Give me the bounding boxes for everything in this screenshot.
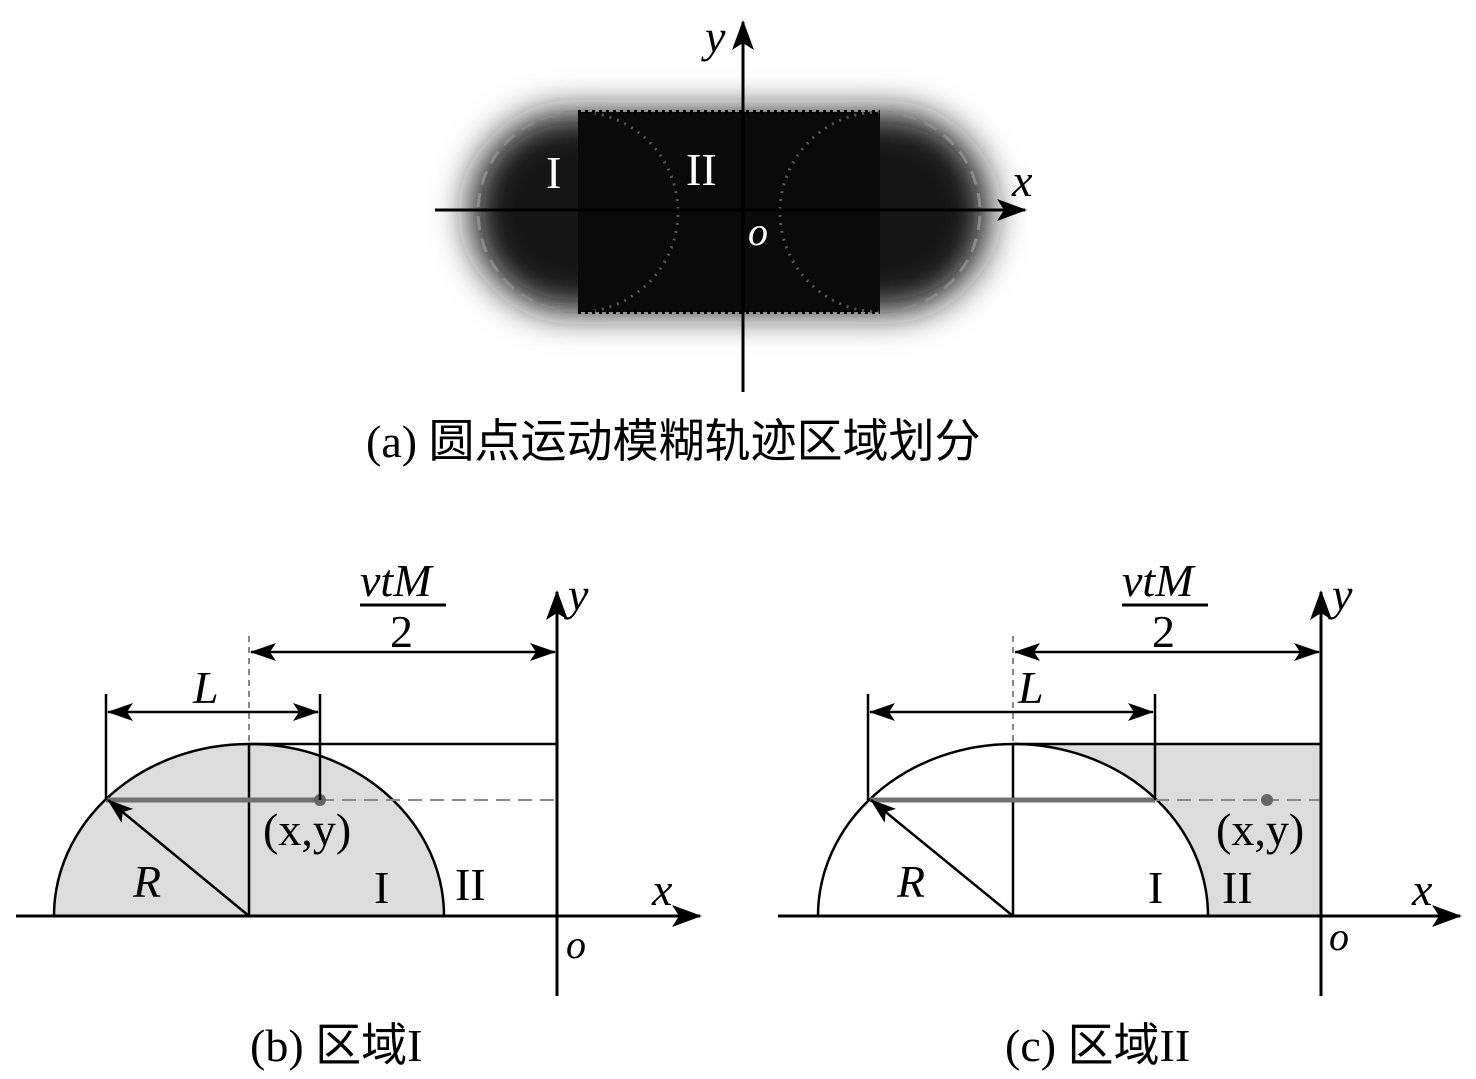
region-2-label: II xyxy=(1222,862,1253,913)
region-2-label: II xyxy=(686,144,717,195)
y-axis-label: y xyxy=(1328,569,1353,620)
panel-a: x y o I II (a) 圆点运动模糊轨迹区域划分 xyxy=(366,11,1033,467)
l-label: L xyxy=(1017,662,1044,713)
radius-arrow xyxy=(870,799,1014,917)
point-marker xyxy=(1261,794,1273,806)
blur-core xyxy=(578,112,880,312)
panel-b: L vtM 2 R x y o (x,y) I II (b) 区域I xyxy=(16,555,702,1071)
l-label: L xyxy=(192,662,219,713)
x-axis-label: x xyxy=(651,864,673,915)
origin-label: o xyxy=(748,209,768,254)
x-axis-label: x xyxy=(1011,155,1033,206)
region-2-shaded xyxy=(1013,744,1321,916)
region-2-label: II xyxy=(455,859,486,910)
point-label: (x,y) xyxy=(1216,804,1304,855)
panel-c: L vtM 2 R x y o (x,y) I II (c) 区域II xyxy=(778,555,1462,1071)
origin-label: o xyxy=(1329,914,1349,959)
region-1-label: I xyxy=(374,862,389,913)
x-axis-label: x xyxy=(1411,864,1433,915)
y-axis-label: y xyxy=(701,11,726,62)
caption-c: (c) 区域II xyxy=(1005,1020,1190,1071)
region-1-label: I xyxy=(546,147,561,198)
r-label: R xyxy=(132,856,161,907)
caption-a: (a) 圆点运动模糊轨迹区域划分 xyxy=(366,416,981,467)
y-axis-label: y xyxy=(564,569,589,620)
origin-label: o xyxy=(566,922,586,967)
r-label: R xyxy=(896,856,925,907)
caption-b: (b) 区域I xyxy=(250,1020,422,1071)
outer-dashed-outline xyxy=(476,110,982,314)
radius-arrow xyxy=(107,799,250,917)
point-label: (x,y) xyxy=(263,804,351,855)
vtm-denominator: 2 xyxy=(390,606,413,657)
vtm-numerator: vtM xyxy=(1122,555,1196,606)
region-1-label: I xyxy=(1148,862,1163,913)
vtm-numerator: vtM xyxy=(360,555,434,606)
vtm-denominator: 2 xyxy=(1152,606,1175,657)
